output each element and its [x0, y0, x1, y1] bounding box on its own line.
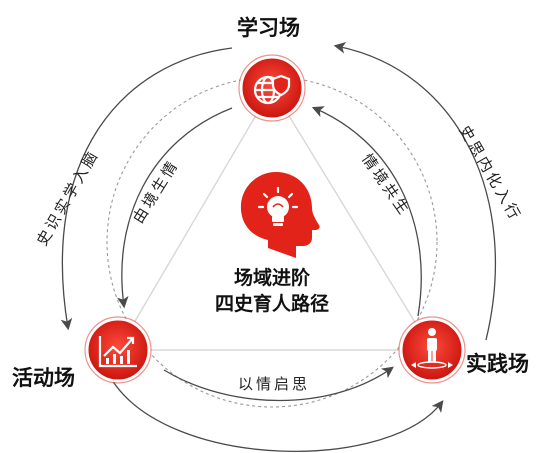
activity-node [84, 316, 152, 384]
outer-right-arrow [333, 42, 497, 341]
globe-shield-icon [253, 74, 291, 105]
outer-bottom-arrow [111, 379, 444, 452]
label-inner-bottom: 以情启思 [238, 375, 310, 393]
center-title-line2: 四史育人路径 [214, 293, 329, 315]
practice-node [398, 316, 466, 384]
label-outer-left: 史识实学入脑 [33, 146, 103, 249]
dashed-ring [106, 76, 438, 408]
learning-node [238, 54, 306, 122]
practice-label: 实践场 [466, 352, 529, 376]
label-inner-right: 情境共生 [358, 150, 414, 219]
growth-chart-icon [98, 336, 137, 368]
head-lightbulb-icon [240, 172, 320, 258]
learning-label: 学习场 [237, 16, 300, 40]
inner-right-arrow [311, 106, 422, 317]
outer-left-arrow [60, 47, 233, 331]
inner-left-arrow [116, 107, 233, 309]
activity-label: 活动场 [12, 366, 75, 390]
inner-bottom-arrow [163, 366, 394, 402]
triangle-outline [116, 86, 434, 351]
center-title-line1: 场域进阶 [233, 267, 310, 289]
person-arrows-icon [411, 328, 453, 369]
